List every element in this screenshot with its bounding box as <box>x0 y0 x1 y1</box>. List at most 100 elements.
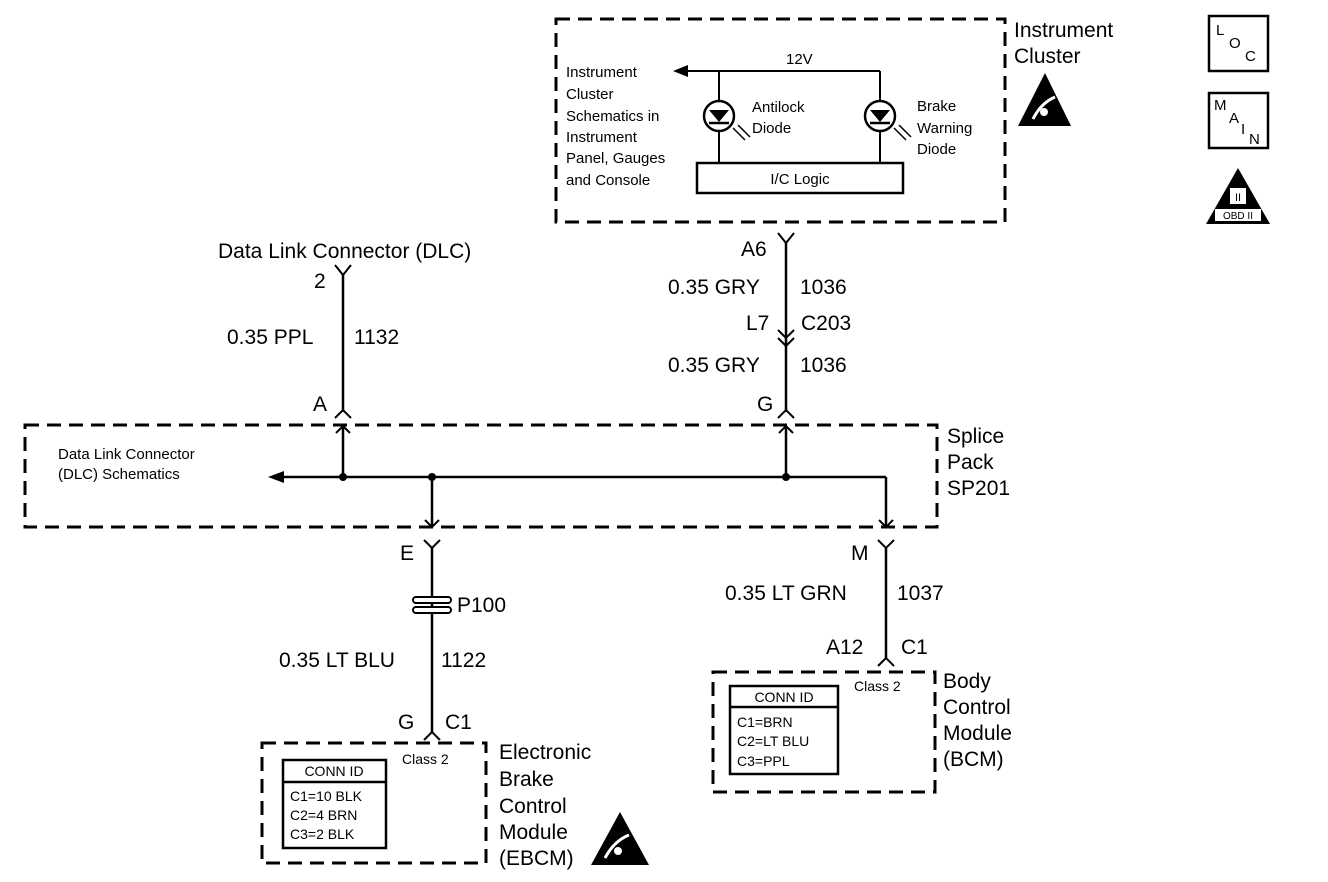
schematics-ref-line-1: Instrument <box>566 64 638 81</box>
p100-label: P100 <box>457 594 506 617</box>
bcm-circuit: M 0.35 LT GRN 1037 A12 C1 Class 2 <box>725 539 944 694</box>
cluster-terminal-icon <box>777 232 795 245</box>
svg-text:OBD II: OBD II <box>1223 211 1253 222</box>
dlc-title: Data Link Connector (DLC) <box>218 240 471 263</box>
splice-node <box>782 473 790 481</box>
splice-pack: Splice Pack SP201 Data Link Connector (D… <box>23 423 1010 529</box>
cluster-wire-color-2: 0.35 GRY <box>668 354 760 377</box>
svg-text:I: I <box>1241 121 1245 138</box>
bcm-circuit-number: 1037 <box>897 582 944 605</box>
instrument-cluster-title-2: Cluster <box>1014 45 1081 68</box>
ebcm-title-4: Module <box>499 821 568 844</box>
splice-node <box>339 473 347 481</box>
dlc-circuit: Data Link Connector (DLC) 2 0.35 PPL 113… <box>218 240 471 419</box>
ebcm-splice-pin: E <box>400 542 414 565</box>
svg-text:II: II <box>1235 192 1241 204</box>
bcm-conn-row: C3=PPL <box>737 753 790 769</box>
esd-warning-icon <box>591 812 649 865</box>
ebcm-wire-color: 0.35 LT BLU <box>279 649 395 672</box>
bcm-title-4: (BCM) <box>943 748 1004 771</box>
svg-text:M: M <box>1214 97 1227 114</box>
ebcm-splice-terminal-icon <box>423 539 441 550</box>
ebcm-circuit-number: 1122 <box>441 649 486 672</box>
schematics-ref-line-5: Panel, Gauges <box>566 150 665 167</box>
ebcm-conn-row: C1=10 BLK <box>290 788 363 804</box>
bcm-title-1: Body <box>943 670 991 693</box>
ebcm-module: CONN ID C1=10 BLK C2=4 BRN C3=2 BLK Elec… <box>260 741 649 870</box>
ebcm-conn-id-table: CONN ID C1=10 BLK C2=4 BRN C3=2 BLK <box>281 758 388 850</box>
esd-warning-icon <box>1018 73 1071 126</box>
cluster-circuit-2: 1036 <box>800 354 847 377</box>
ebcm-circuit: E P100 0.35 LT BLU 1122 G C1 Class 2 <box>279 539 506 767</box>
instrument-cluster-title-1: Instrument <box>1014 19 1113 42</box>
ebcm-class-label: Class 2 <box>402 751 449 767</box>
cluster-splice-pin: G <box>757 393 773 416</box>
schematics-ref-arrow-icon <box>673 65 688 77</box>
bcm-conn: C1 <box>901 636 928 659</box>
ebcm-conn-header: CONN ID <box>304 763 363 779</box>
instrument-cluster-boundary <box>554 17 1007 224</box>
dlc-terminal-icon <box>334 264 352 277</box>
bcm-splice-terminal-icon <box>877 539 895 550</box>
bcm-terminal-icon <box>877 656 895 667</box>
dlc-wire-color: 0.35 PPL <box>227 326 313 349</box>
bcm-pin: A12 <box>826 636 863 659</box>
bcm-splice-pin: M <box>851 542 869 565</box>
bcm-conn-row: C1=BRN <box>737 714 793 730</box>
c203-pin: L7 <box>746 312 769 335</box>
instrument-cluster: Instrument Cluster 12V Instrument Cluste… <box>554 17 1113 224</box>
dlc-pin: 2 <box>314 270 326 293</box>
bcm-module: CONN ID C1=BRN C2=LT BLU C3=PPL Body Con… <box>711 670 1012 794</box>
brake-diode-label-1: Brake <box>917 98 956 115</box>
brake-warning-diode: Brake Warning Diode <box>863 71 972 163</box>
bcm-boundary <box>711 670 937 794</box>
antilock-diode-label-2: Diode <box>752 120 791 137</box>
cluster-schematics-reference: Instrument Cluster Schematics in Instrum… <box>566 64 665 189</box>
schematics-ref-line-2: Cluster <box>566 86 614 103</box>
ebcm-conn-row: C2=4 BRN <box>290 807 357 823</box>
dlc-schematics-ref-2: (DLC) Schematics <box>58 466 180 483</box>
dlc-schematics-ref-1: Data Link Connector <box>58 446 195 463</box>
antilock-diode-label-1: Antilock <box>752 99 805 116</box>
ebcm-title-3: Control <box>499 795 567 818</box>
cluster-circuit: A6 0.35 GRY 1036 L7 C203 0.35 GRY 1036 G <box>668 232 851 419</box>
ebcm-title-1: Electronic <box>499 741 591 764</box>
loc-icon: L O C <box>1207 14 1270 73</box>
p100-connector-icon <box>412 596 452 614</box>
bcm-conn-id-table: CONN ID C1=BRN C2=LT BLU C3=PPL <box>728 684 840 776</box>
c203-connector-icon <box>777 329 795 340</box>
bcm-title-2: Control <box>943 696 1011 719</box>
schematics-ref-line-4: Instrument <box>566 129 638 146</box>
dlc-circuit-number: 1132 <box>354 326 399 349</box>
ebcm-title-2: Brake <box>499 768 554 791</box>
ebcm-conn: C1 <box>445 711 472 734</box>
bcm-conn-header: CONN ID <box>754 689 813 705</box>
ebcm-boundary <box>260 741 488 865</box>
dlc-splice-pin: A <box>313 393 327 416</box>
splice-pack-title-1: Splice <box>947 425 1004 448</box>
svg-text:O: O <box>1229 35 1241 52</box>
bcm-wire-color: 0.35 LT GRN <box>725 582 847 605</box>
cluster-wire-color-1: 0.35 GRY <box>668 276 760 299</box>
ebcm-title-5: (EBCM) <box>499 847 574 870</box>
svg-text:L: L <box>1216 22 1224 39</box>
obd-ii-icon: II OBD II <box>1206 168 1270 224</box>
svg-text:A: A <box>1229 110 1239 127</box>
dlc-schematics-arrow-icon <box>268 471 284 483</box>
bcm-class-label: Class 2 <box>854 678 901 694</box>
bcm-title-3: Module <box>943 722 1012 745</box>
splice-pack-title-2: Pack <box>947 451 994 474</box>
ebcm-terminal-icon <box>423 730 441 741</box>
ic-logic-label: I/C Logic <box>770 171 830 188</box>
brake-diode-label-2: Warning <box>917 120 972 137</box>
svg-text:C: C <box>1245 48 1256 65</box>
ic-logic-box <box>695 161 905 195</box>
main-icon: M A I N <box>1207 91 1270 150</box>
dlc-splice-terminal-icon <box>334 408 352 419</box>
splice-pack-title-3: SP201 <box>947 477 1010 500</box>
cluster-splice-terminal-icon <box>777 408 795 419</box>
schematics-ref-line-6: and Console <box>566 172 650 189</box>
brake-diode-label-3: Diode <box>917 141 956 158</box>
bcm-conn-row: C2=LT BLU <box>737 733 809 749</box>
